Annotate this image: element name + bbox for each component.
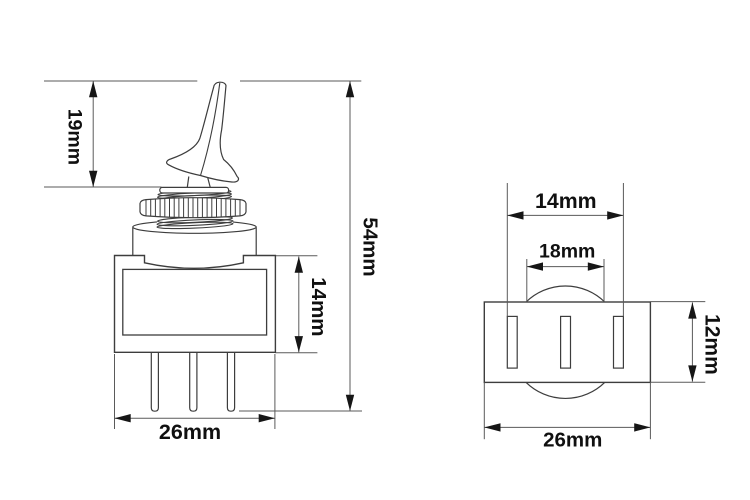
svg-text:12mm: 12mm [700, 314, 723, 375]
svg-text:26mm: 26mm [159, 420, 221, 444]
svg-text:18mm: 18mm [539, 241, 595, 263]
svg-text:14mm: 14mm [307, 277, 330, 336]
svg-text:14mm: 14mm [535, 189, 597, 213]
svg-text:26mm: 26mm [543, 429, 602, 452]
svg-text:54mm: 54mm [358, 217, 381, 276]
svg-text:19mm: 19mm [64, 109, 86, 165]
